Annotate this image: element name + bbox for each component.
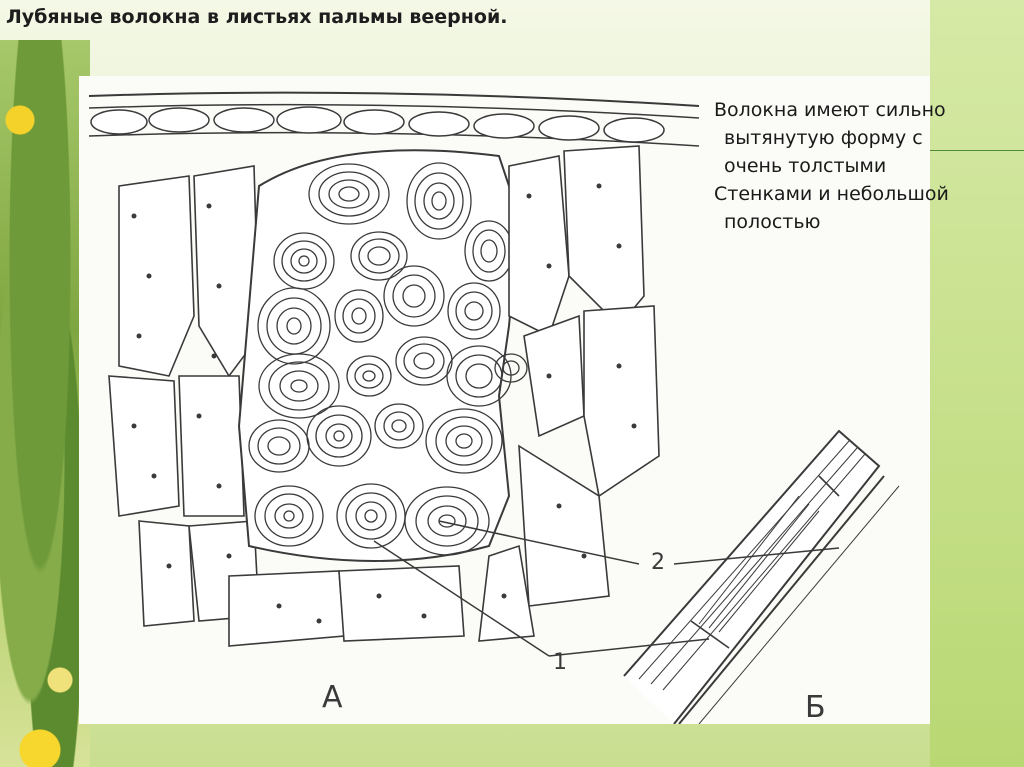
diagram-svg [88, 91, 900, 724]
panel-label-b: Б [805, 690, 826, 725]
callout-label-1: 1 [553, 650, 567, 675]
epidermis-cells [90, 106, 665, 143]
description-line: Стенками и небольшой [714, 183, 949, 205]
description-line: Волокна имеют сильно [714, 99, 946, 121]
cell-stippling [131, 183, 637, 624]
right-background-band [930, 0, 1024, 767]
parenchyma-cells-left [108, 165, 465, 647]
description-line: полостью [724, 211, 821, 233]
description-text: Волокна имеют сильно вытянутую форму с о… [714, 96, 1014, 236]
diagram-figure: 2 1 А Б [79, 76, 930, 725]
fiber-bundle [237, 149, 528, 562]
accent-rule [930, 150, 1024, 151]
slide-title: Лубяные волокна в листьях пальмы веерной… [6, 6, 508, 28]
parenchyma-cells-right [478, 145, 660, 642]
fiber-longitudinal-section [623, 429, 900, 724]
description-line: вытянутую форму с [724, 127, 923, 149]
callout-leaders [373, 520, 840, 657]
panel-label-a: А [322, 680, 343, 715]
callout-label-2: 2 [651, 550, 665, 575]
description-line: очень толстыми [724, 155, 887, 177]
decorative-foliage [0, 40, 90, 767]
